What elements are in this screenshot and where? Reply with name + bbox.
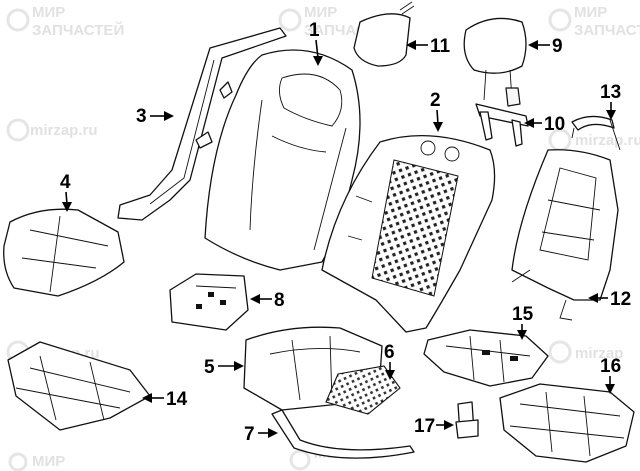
svg-text:11: 11 — [430, 36, 451, 57]
svg-text:МИР: МИР — [574, 4, 607, 21]
part-7-trim-strip — [271, 409, 415, 459]
svg-text:mirzap.ru: mirzap.ru — [575, 132, 640, 149]
callout-8: 8 — [250, 290, 285, 311]
part-3-side-trim — [117, 27, 287, 221]
callouts-layer: 1 2 3 4 5 6 7 — [60, 20, 631, 445]
svg-text:15: 15 — [512, 304, 534, 325]
part-11-headrest — [353, 1, 415, 67]
callout-15: 15 — [512, 304, 534, 340]
svg-text:5: 5 — [204, 357, 215, 378]
svg-text:17: 17 — [414, 416, 435, 437]
svg-text:МИР: МИР — [32, 4, 65, 21]
callout-3: 3 — [136, 106, 174, 127]
callout-1: 1 — [309, 20, 323, 66]
svg-text:9: 9 — [552, 36, 563, 57]
part-6-cushion-pad — [325, 365, 401, 415]
part-16-seat-base — [499, 383, 635, 463]
svg-text:2: 2 — [430, 90, 441, 111]
watermark-logo-mid-left: mirzap.ru — [6, 118, 98, 142]
part-15-seat-pan — [423, 329, 549, 387]
callout-4: 4 — [60, 172, 72, 212]
callout-13: 13 — [600, 82, 621, 120]
svg-text:6: 6 — [384, 342, 395, 363]
svg-text:mirzap: mirzap — [575, 345, 623, 362]
svg-text:8: 8 — [274, 290, 285, 311]
callout-6: 6 — [384, 342, 395, 380]
svg-text:mirzap.ru: mirzap.ru — [30, 122, 98, 139]
part-14-seat-track — [7, 341, 151, 431]
part-2-seatback-frame — [321, 135, 496, 333]
part-13-handle — [571, 115, 621, 151]
part-17-bracket — [455, 401, 479, 439]
svg-text:7: 7 — [244, 424, 255, 445]
svg-text:10: 10 — [544, 114, 565, 135]
svg-text:1: 1 — [309, 20, 320, 41]
callout-11: 11 — [406, 36, 451, 57]
svg-text:14: 14 — [166, 389, 188, 410]
callout-10: 10 — [524, 114, 565, 135]
watermark-logo-top-left: МИР ЗАПЧАСТЕЙ — [6, 4, 124, 39]
part-10-guide-bracket — [475, 103, 529, 147]
svg-text:ЗАПЧАСТЕЙ: ЗАПЧАСТЕЙ — [32, 21, 124, 39]
callout-12: 12 — [588, 289, 631, 310]
callout-9: 9 — [528, 36, 563, 57]
callout-14: 14 — [142, 389, 188, 410]
callout-7: 7 — [244, 424, 278, 445]
svg-text:ЗАПЧАСТЕЙ: ЗАПЧАСТЕЙ — [574, 21, 640, 39]
svg-text:МИР: МИР — [32, 453, 65, 470]
svg-text:МИР: МИР — [304, 4, 337, 21]
part-4-cushion-cover — [3, 208, 125, 297]
callout-16: 16 — [600, 356, 621, 394]
part-9-headrest-right — [463, 17, 527, 107]
watermark-logo-bottom-far-left: МИР — [8, 452, 65, 471]
part-12-frame-right — [511, 149, 619, 321]
callout-17: 17 — [414, 416, 454, 437]
watermark-logo-bottom-right: mirzap — [548, 340, 623, 364]
svg-text:3: 3 — [136, 106, 147, 127]
part-8-foam-pad — [169, 273, 249, 331]
svg-text:4: 4 — [60, 172, 71, 193]
part-1-seatback-cover — [204, 49, 361, 271]
callout-5: 5 — [204, 357, 244, 378]
svg-text:13: 13 — [600, 82, 621, 103]
watermark-logo-top-right: МИР ЗАПЧАСТЕЙ — [548, 4, 640, 39]
callout-2: 2 — [430, 90, 443, 132]
svg-text:12: 12 — [610, 289, 631, 310]
svg-text:16: 16 — [600, 356, 621, 377]
